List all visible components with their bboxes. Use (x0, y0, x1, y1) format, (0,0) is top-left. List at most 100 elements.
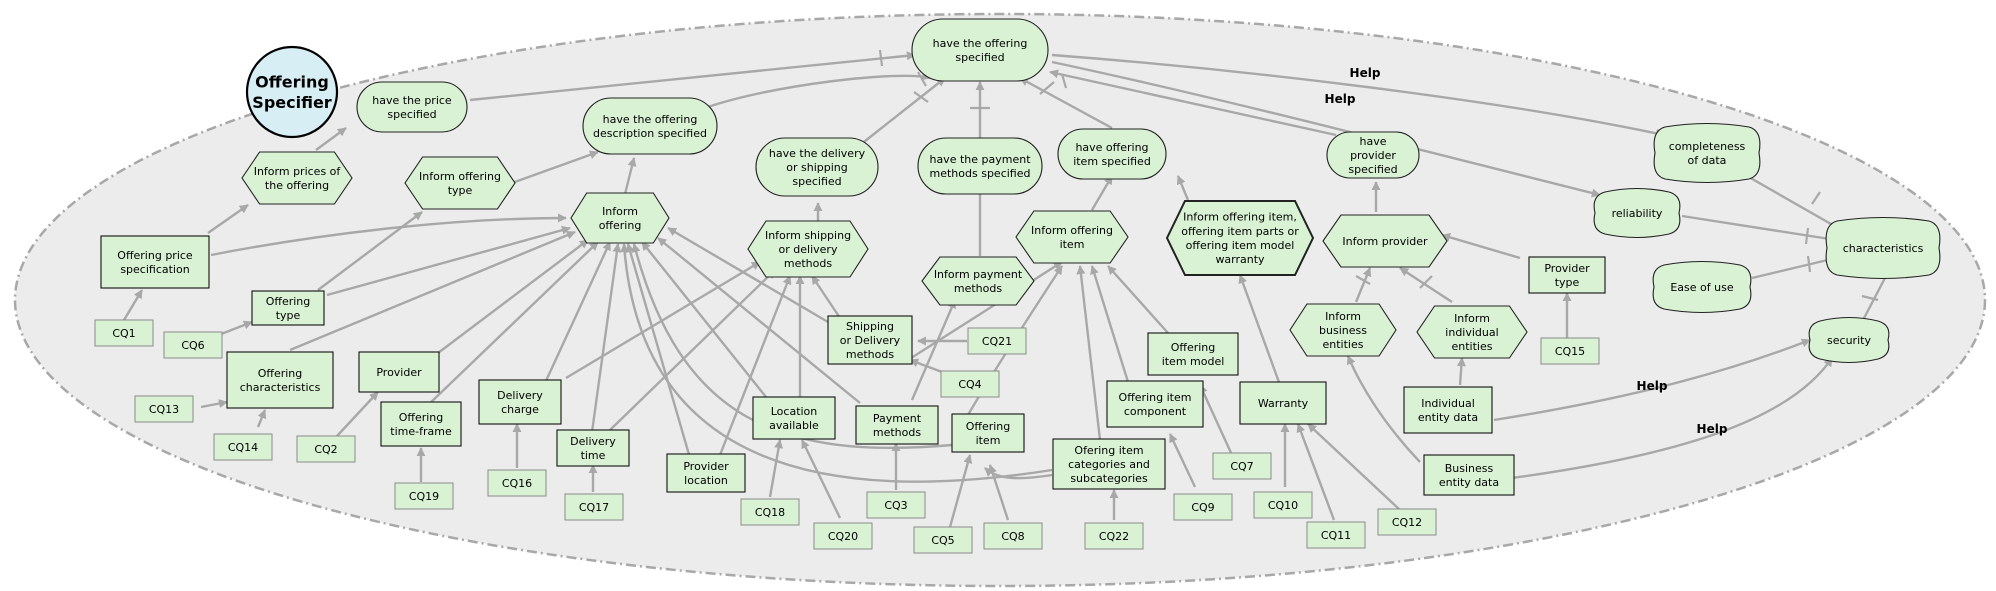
node-label-line: type (1555, 276, 1580, 289)
cq-cq13[interactable]: CQ13 (134, 395, 194, 423)
softgoal-shape (1808, 316, 1890, 364)
cq-label: CQ14 (228, 441, 258, 454)
node-label-line: entity data (1439, 476, 1499, 489)
cq-box (296, 435, 356, 463)
cq-cq3[interactable]: CQ3 (866, 491, 926, 519)
cq-cq10[interactable]: CQ10 (1253, 491, 1313, 519)
cq-cq22[interactable]: CQ22 (1084, 522, 1144, 550)
node-label-line: methods (873, 426, 921, 439)
task-shape (1015, 210, 1129, 264)
task-provider[interactable]: Inform provider (1322, 214, 1448, 268)
node-label-line: have the offering (603, 113, 698, 126)
softgoal-security[interactable]: security (1808, 316, 1890, 364)
cq-cq1[interactable]: CQ1 (94, 319, 154, 347)
node-label-line: of data (1688, 154, 1727, 167)
cq-cq9[interactable]: CQ9 (1173, 493, 1233, 521)
node-label-line: have (1360, 135, 1387, 148)
cq-box (487, 469, 547, 497)
cq-cq19[interactable]: CQ19 (394, 482, 454, 510)
resource-shape (1052, 438, 1166, 490)
cq-box (1540, 337, 1600, 365)
node-label-line: Provider (376, 366, 422, 379)
contrib-ease-to-characteristics (1751, 256, 1837, 280)
cq-cq17[interactable]: CQ17 (564, 493, 624, 521)
cq-cq2[interactable]: CQ2 (296, 435, 356, 463)
node-label-line: security (1827, 334, 1871, 347)
cq-cq15[interactable]: CQ15 (1540, 337, 1600, 365)
resource-warranty[interactable]: Warranty (1239, 381, 1327, 425)
task-shape (747, 220, 869, 278)
cq-cq4[interactable]: CQ4 (940, 370, 1000, 398)
link-categories-to-item-task (1076, 265, 1102, 441)
link-offering-task-to-desc-goal (622, 157, 637, 199)
cq-cq20[interactable]: CQ20 (813, 522, 873, 550)
cq-cq21[interactable]: CQ21 (967, 327, 1027, 355)
cq-cq14[interactable]: CQ14 (213, 433, 273, 461)
resource-provider[interactable]: Provider (358, 351, 440, 393)
node-label-line: offering item model (1186, 239, 1295, 252)
cq-box (740, 498, 800, 526)
cq-box (913, 526, 973, 554)
node-label-line: Shipping (846, 320, 894, 333)
cq-cq5[interactable]: CQ5 (913, 526, 973, 554)
cq-cq8[interactable]: CQ8 (983, 522, 1043, 550)
task-shape (921, 256, 1035, 306)
goal-shape (1326, 131, 1420, 179)
task-parts[interactable]: Inform offering item,offering item parts… (1165, 200, 1315, 276)
cq-cq7[interactable]: CQ7 (1212, 452, 1272, 480)
link-parts-task-to-item-goal (1176, 175, 1190, 201)
cq-cq6[interactable]: CQ6 (163, 331, 223, 359)
link-cq13 (200, 399, 228, 409)
softgoal-reliability[interactable]: reliability (1593, 187, 1681, 239)
softgoal-ease[interactable]: Ease of use (1652, 260, 1752, 314)
cq-cq18[interactable]: CQ18 (740, 498, 800, 526)
link-cq4 (909, 358, 943, 374)
link-cq1 (122, 289, 144, 321)
link-model-to-item-task (1107, 265, 1169, 334)
link-type-res-to-offering-task (326, 225, 571, 297)
softgoal-characteristics[interactable]: characteristics (1825, 216, 1941, 280)
cq-cq16[interactable]: CQ16 (487, 469, 547, 497)
node-label-line: have the payment (929, 153, 1031, 166)
cq-label: CQ21 (982, 335, 1012, 348)
resource-shape (556, 429, 630, 467)
task-shape (404, 156, 516, 210)
cq-cq11[interactable]: CQ11 (1306, 521, 1366, 549)
cq-cq12[interactable]: CQ12 (1377, 508, 1437, 536)
